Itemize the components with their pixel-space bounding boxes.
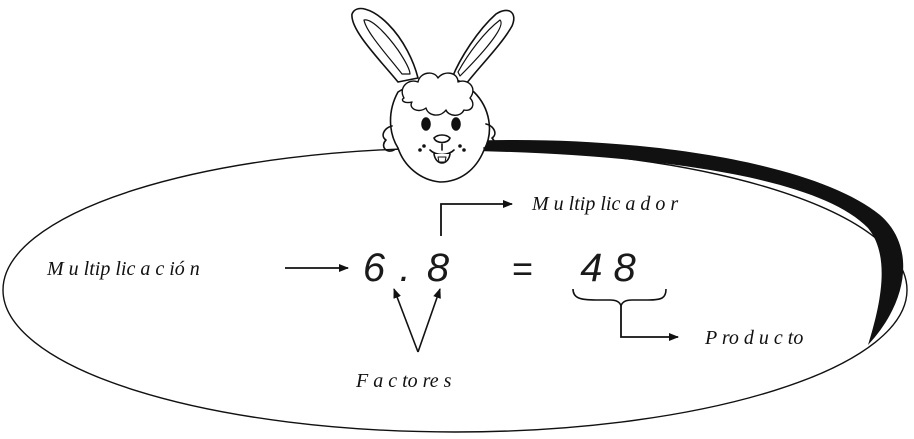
- product-value: 4 8: [580, 246, 636, 290]
- label-factores: F a c to re s: [355, 370, 452, 392]
- label-multiplicacion: M u ltip lic a c ió n: [46, 258, 200, 280]
- factor-b: 8: [427, 246, 450, 290]
- label-producto: P ro d u c to: [704, 327, 803, 349]
- product-brace: [572, 288, 667, 307]
- arrow-producto: [620, 306, 679, 341]
- ellipse-thick-edge: [398, 139, 904, 345]
- multiplication-dot: .: [399, 246, 410, 290]
- bunny-head-icon: [351, 7, 515, 183]
- factor-a: 6: [363, 246, 386, 290]
- equals-sign: =: [511, 248, 532, 289]
- ellipse-frame: [2, 139, 908, 433]
- label-multiplicador: M u ltip lic a d o r: [531, 193, 678, 215]
- factores-arrows: [393, 288, 441, 353]
- arrow-multiplicador: [440, 200, 513, 236]
